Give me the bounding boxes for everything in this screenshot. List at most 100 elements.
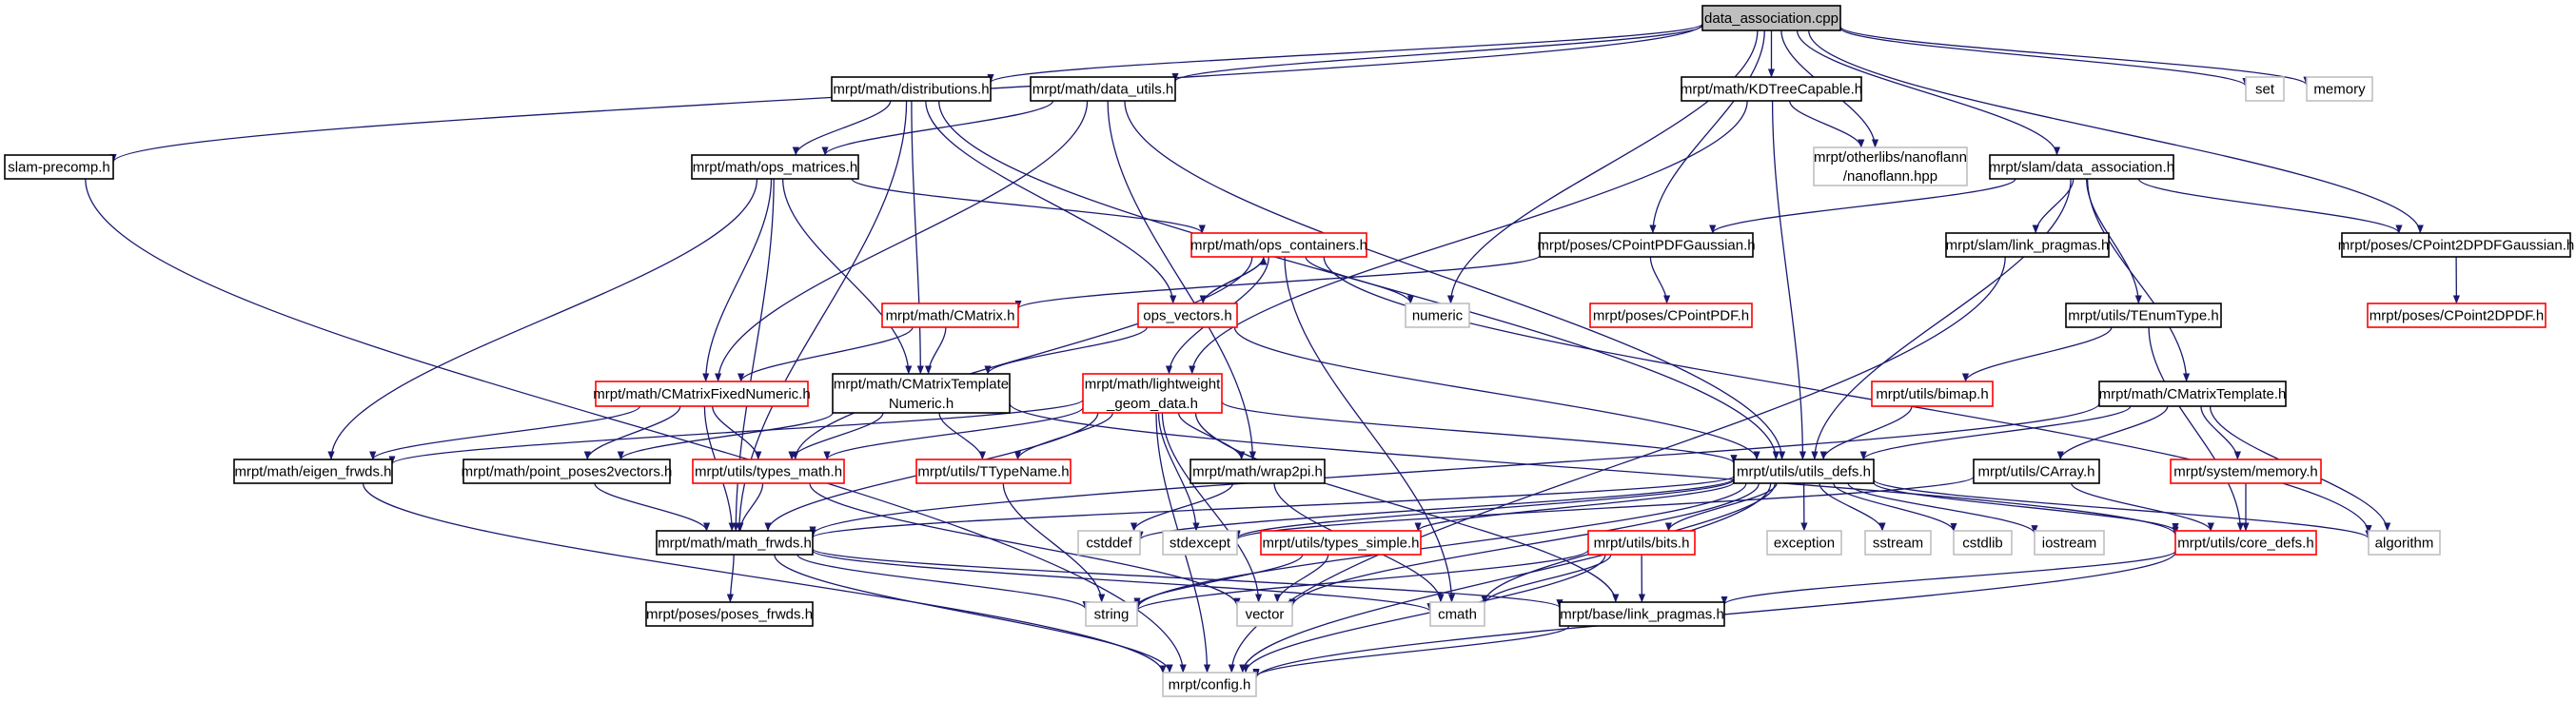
- node-box: [1077, 530, 1141, 556]
- node-pp2v[interactable]: mrpt/math/point_poses2vectors.h: [462, 459, 673, 484]
- node-box: [2034, 530, 2105, 556]
- node-bimap[interactable]: mrpt/utils/bimap.h: [1871, 381, 1994, 407]
- edge-cpp-to-slam_da: [1796, 29, 2061, 156]
- node-ttypename[interactable]: mrpt/utils/TTypeName.h: [915, 459, 1072, 484]
- node-box: [1864, 530, 1932, 556]
- node-label: _geom_data.h: [1106, 396, 1198, 412]
- node-cstddef[interactable]: cstddef: [1077, 530, 1141, 556]
- edges-layer: [85, 23, 2460, 679]
- edge-utils_defs-to-iostream: [1847, 482, 2038, 535]
- node-poses_frwds[interactable]: mrpt/poses/poses_frwds.h: [645, 601, 814, 627]
- node-utils_defs[interactable]: mrpt/utils/utils_defs.h: [1733, 459, 1875, 484]
- node-ops_containers[interactable]: mrpt/math/ops_containers.h: [1190, 232, 1367, 258]
- edge-carray-to-core_defs: [2071, 482, 2214, 532]
- edge-utils_defs-to-bits: [1664, 482, 1778, 532]
- node-types_simple[interactable]: mrpt/utils/types_simple.h: [1260, 530, 1422, 556]
- edge-utils_defs-to-sstream: [1819, 482, 1886, 532]
- node-cpp[interactable]: data_association.cpp: [1701, 5, 1841, 31]
- node-algorithm[interactable]: algorithm: [2368, 530, 2441, 556]
- edge-math_frwds-to-cmath: [812, 550, 1434, 613]
- edge-cmatrix-to-cmtn: [925, 326, 947, 375]
- node-cpointpdfgauss[interactable]: mrpt/poses/CPointPDFGaussian.h: [1537, 232, 1756, 258]
- node-slam_precomp[interactable]: slam-precomp.h: [4, 154, 114, 180]
- node-config[interactable]: mrpt/config.h: [1162, 672, 1257, 697]
- node-box: [691, 154, 859, 180]
- edge-eigen-to-config: [362, 482, 1167, 674]
- edge-data_utils-to-ops_matrices: [821, 100, 1054, 156]
- node-data_utils[interactable]: mrpt/math/data_utils.h: [1030, 76, 1176, 102]
- node-box: [915, 459, 1072, 484]
- node-cstdlib[interactable]: cstdlib: [1953, 530, 2013, 556]
- node-core_defs[interactable]: mrpt/utils/core_defs.h: [2174, 530, 2317, 556]
- node-cmt[interactable]: mrpt/math/CMatrixTemplate.h: [2098, 381, 2287, 407]
- node-cmath[interactable]: cmath: [1429, 601, 1485, 627]
- node-label: mrpt/math/wrap2pi.h: [1192, 464, 1323, 480]
- node-nanoflann[interactable]: mrpt/otherlibs/nanoflann/nanoflann.hpp: [1813, 146, 1968, 186]
- node-tenum[interactable]: mrpt/utils/TEnumType.h: [2065, 303, 2222, 328]
- edge-cmatrix-to-cmfn: [737, 326, 914, 382]
- edge-cmtn-to-ttypename: [938, 412, 986, 460]
- node-slam_da[interactable]: mrpt/slam/data_association.h: [1989, 154, 2174, 180]
- edge-lightweight-to-vector: [1161, 412, 1263, 603]
- node-sstream[interactable]: sstream: [1864, 530, 1932, 556]
- node-cpoint2dpdf[interactable]: mrpt/poses/CPoint2DPDF.h: [2367, 303, 2547, 328]
- node-numeric[interactable]: numeric: [1405, 303, 1470, 328]
- node-math_frwds[interactable]: mrpt/math/math_frwds.h: [656, 530, 814, 556]
- node-label: mrpt/poses/CPointPDFGaussian.h: [1537, 238, 1755, 254]
- node-set[interactable]: set: [2245, 76, 2285, 102]
- edge-math_frwds-to-poses_frwds: [726, 554, 735, 603]
- node-label: mrpt/utils/TTypeName.h: [917, 464, 1069, 480]
- node-wrap2pi[interactable]: mrpt/math/wrap2pi.h: [1190, 459, 1326, 484]
- node-box: [1405, 303, 1470, 328]
- edge-cpointpdfgauss-to-cmatrix: [1014, 255, 1541, 309]
- node-vector[interactable]: vector: [1236, 601, 1293, 627]
- node-ops_vectors[interactable]: ops_vectors.h: [1137, 303, 1238, 328]
- node-iostream[interactable]: iostream: [2034, 530, 2105, 556]
- node-string[interactable]: string: [1085, 601, 1138, 627]
- node-label: mrpt/poses/CPoint2DPDFGaussian.h: [2338, 238, 2574, 254]
- node-cmatrix[interactable]: mrpt/math/CMatrix.h: [881, 303, 1019, 328]
- node-slam_link[interactable]: mrpt/slam/link_pragmas.h: [1945, 232, 2110, 258]
- node-types_math[interactable]: mrpt/utils/types_math.h: [692, 459, 845, 484]
- edge-ops_matrices-to-cmtn: [781, 178, 913, 375]
- node-cpointpdf[interactable]: mrpt/poses/CPointPDF.h: [1589, 303, 1753, 328]
- edge-lightweight-to-ttypename: [1013, 412, 1113, 460]
- node-box: [656, 530, 814, 556]
- node-label: mrpt/math/point_poses2vectors.h: [462, 464, 673, 480]
- edge-slam_da-to-cmt: [2086, 178, 2191, 382]
- node-box: [462, 459, 671, 484]
- node-box: [1236, 601, 1293, 627]
- node-box: [2170, 459, 2322, 484]
- node-sysmem[interactable]: mrpt/system/memory.h: [2170, 459, 2322, 484]
- node-exception[interactable]: exception: [1766, 530, 1842, 556]
- edge-slam_da-to-utils_defs: [1811, 178, 2072, 460]
- node-cpoint2dpdfgauss[interactable]: mrpt/poses/CPoint2DPDFGaussian.h: [2338, 232, 2574, 258]
- node-base_link[interactable]: mrpt/base/link_pragmas.h: [1559, 601, 1725, 627]
- node-distributions[interactable]: mrpt/math/distributions.h: [831, 76, 992, 102]
- node-cmfn[interactable]: mrpt/math/CMatrixFixedNumeric.h: [593, 381, 811, 407]
- edge-types_math-to-vector: [809, 482, 1241, 607]
- node-box: [1260, 530, 1422, 556]
- edge-utils_defs-to-stdexcept: [1233, 478, 1735, 539]
- node-stdexcept[interactable]: stdexcept: [1162, 530, 1238, 556]
- edge-types_simple-to-vector: [1273, 554, 1329, 603]
- node-bits[interactable]: mrpt/utils/bits.h: [1587, 530, 1696, 556]
- edge-bimap-to-utils_defs: [1819, 405, 1913, 460]
- node-label: mrpt/math/KDTreeCapable.h: [1681, 82, 1862, 98]
- node-box: [1587, 530, 1696, 556]
- node-kdtree[interactable]: mrpt/math/KDTreeCapable.h: [1681, 76, 1862, 102]
- node-label: cmath: [1438, 607, 1477, 623]
- node-memory[interactable]: memory: [2306, 76, 2373, 102]
- edge-bits-to-config: [1242, 554, 1606, 674]
- node-label: mrpt/math/CMatrixTemplate.h: [2099, 386, 2287, 402]
- edge-cmt-to-math_frwds: [809, 402, 2100, 536]
- node-label: mrpt/utils/core_defs.h: [2177, 536, 2313, 552]
- node-ops_matrices[interactable]: mrpt/math/ops_matrices.h: [691, 154, 859, 180]
- node-lightweight[interactable]: mrpt/math/lightweight_geom_data.h: [1082, 373, 1223, 414]
- node-label: sstream: [1873, 536, 1923, 552]
- node-eigen[interactable]: mrpt/math/eigen_frwds.h: [233, 459, 393, 484]
- edge-data_utils-to-wrap2pi: [1107, 100, 1256, 460]
- node-carray[interactable]: mrpt/utils/CArray.h: [1973, 459, 2100, 484]
- node-label: Numeric.h: [889, 396, 954, 412]
